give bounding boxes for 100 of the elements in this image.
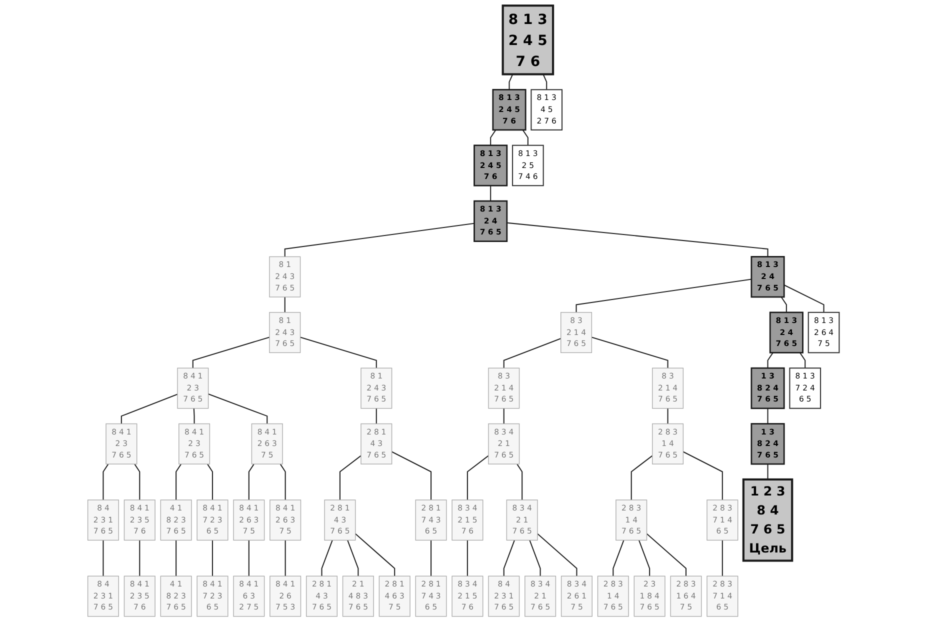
node-box [742,478,794,562]
connector [248,540,250,576]
connector [134,464,140,500]
node-box [177,368,209,409]
connector [284,297,286,312]
node-box [706,576,738,617]
node-box [415,500,447,541]
node-box [530,89,563,130]
connector [506,222,768,257]
connector [784,284,824,312]
connector [508,74,514,90]
connector [248,464,254,500]
connector [503,540,515,576]
node-box [616,500,648,541]
node-box [360,368,392,409]
node-box [488,423,520,464]
node-box [750,367,785,410]
node-box [652,423,684,464]
node-box [506,500,538,541]
connector [430,540,432,576]
node-box [196,576,228,617]
node-box [452,500,484,541]
connector [800,352,806,368]
connector [630,455,653,500]
connector [592,336,668,368]
connector [490,186,492,202]
node-box [87,576,119,617]
connector [355,533,396,576]
node-box [160,576,192,617]
node-box [452,576,484,617]
node-box [270,576,302,617]
node-box [378,576,410,617]
node-box [106,423,138,464]
connector [208,394,268,424]
connector [176,540,177,576]
connector [667,408,668,424]
connector [612,540,624,576]
connector [537,533,578,576]
connector [542,74,548,90]
connector [722,540,723,576]
node-box [750,256,785,298]
node-box [124,500,156,541]
connector [767,352,774,368]
node-box [502,4,554,76]
node-box [474,144,508,186]
node-box [597,576,629,617]
connector [284,540,286,576]
node-box [512,144,544,186]
node-box [233,500,265,541]
node-box [808,312,840,354]
connector [120,394,178,424]
connector [503,408,504,424]
node-box [87,500,119,541]
connector [176,464,182,500]
connector [490,130,496,146]
node-box [634,576,666,617]
node-box [474,200,508,242]
connector [638,540,650,576]
connector [522,130,528,146]
node-box [160,500,192,541]
node-box [488,576,520,617]
node-box [124,576,156,617]
node-box [233,576,265,617]
connector [300,336,377,368]
connector [339,455,362,500]
connector [767,464,768,480]
node-box [560,576,592,617]
node-box [652,368,684,409]
connector [503,338,562,368]
connector [780,296,787,312]
node-box [706,500,738,541]
node-box [251,423,283,464]
connector [466,540,468,576]
connector [192,336,270,368]
node-box [306,576,338,617]
connector [466,455,489,500]
node-box [769,312,804,354]
connector [347,540,359,576]
connector [576,278,752,312]
node-box [269,312,301,354]
node-box [270,500,302,541]
node-box [269,256,301,298]
connector [212,540,214,576]
node-box [360,423,392,464]
node-box [524,576,556,617]
connector [284,222,474,257]
connector [376,408,377,424]
node-box [342,576,374,617]
node-box [196,500,228,541]
connector [646,533,687,576]
node-box [750,423,785,465]
connector [193,408,195,424]
connector [102,464,109,500]
node-box [670,576,702,617]
connector [139,540,140,576]
node-box [415,576,447,617]
node-box [560,312,592,354]
node-box [488,368,520,409]
node-box [324,500,356,541]
node-box [178,423,210,464]
